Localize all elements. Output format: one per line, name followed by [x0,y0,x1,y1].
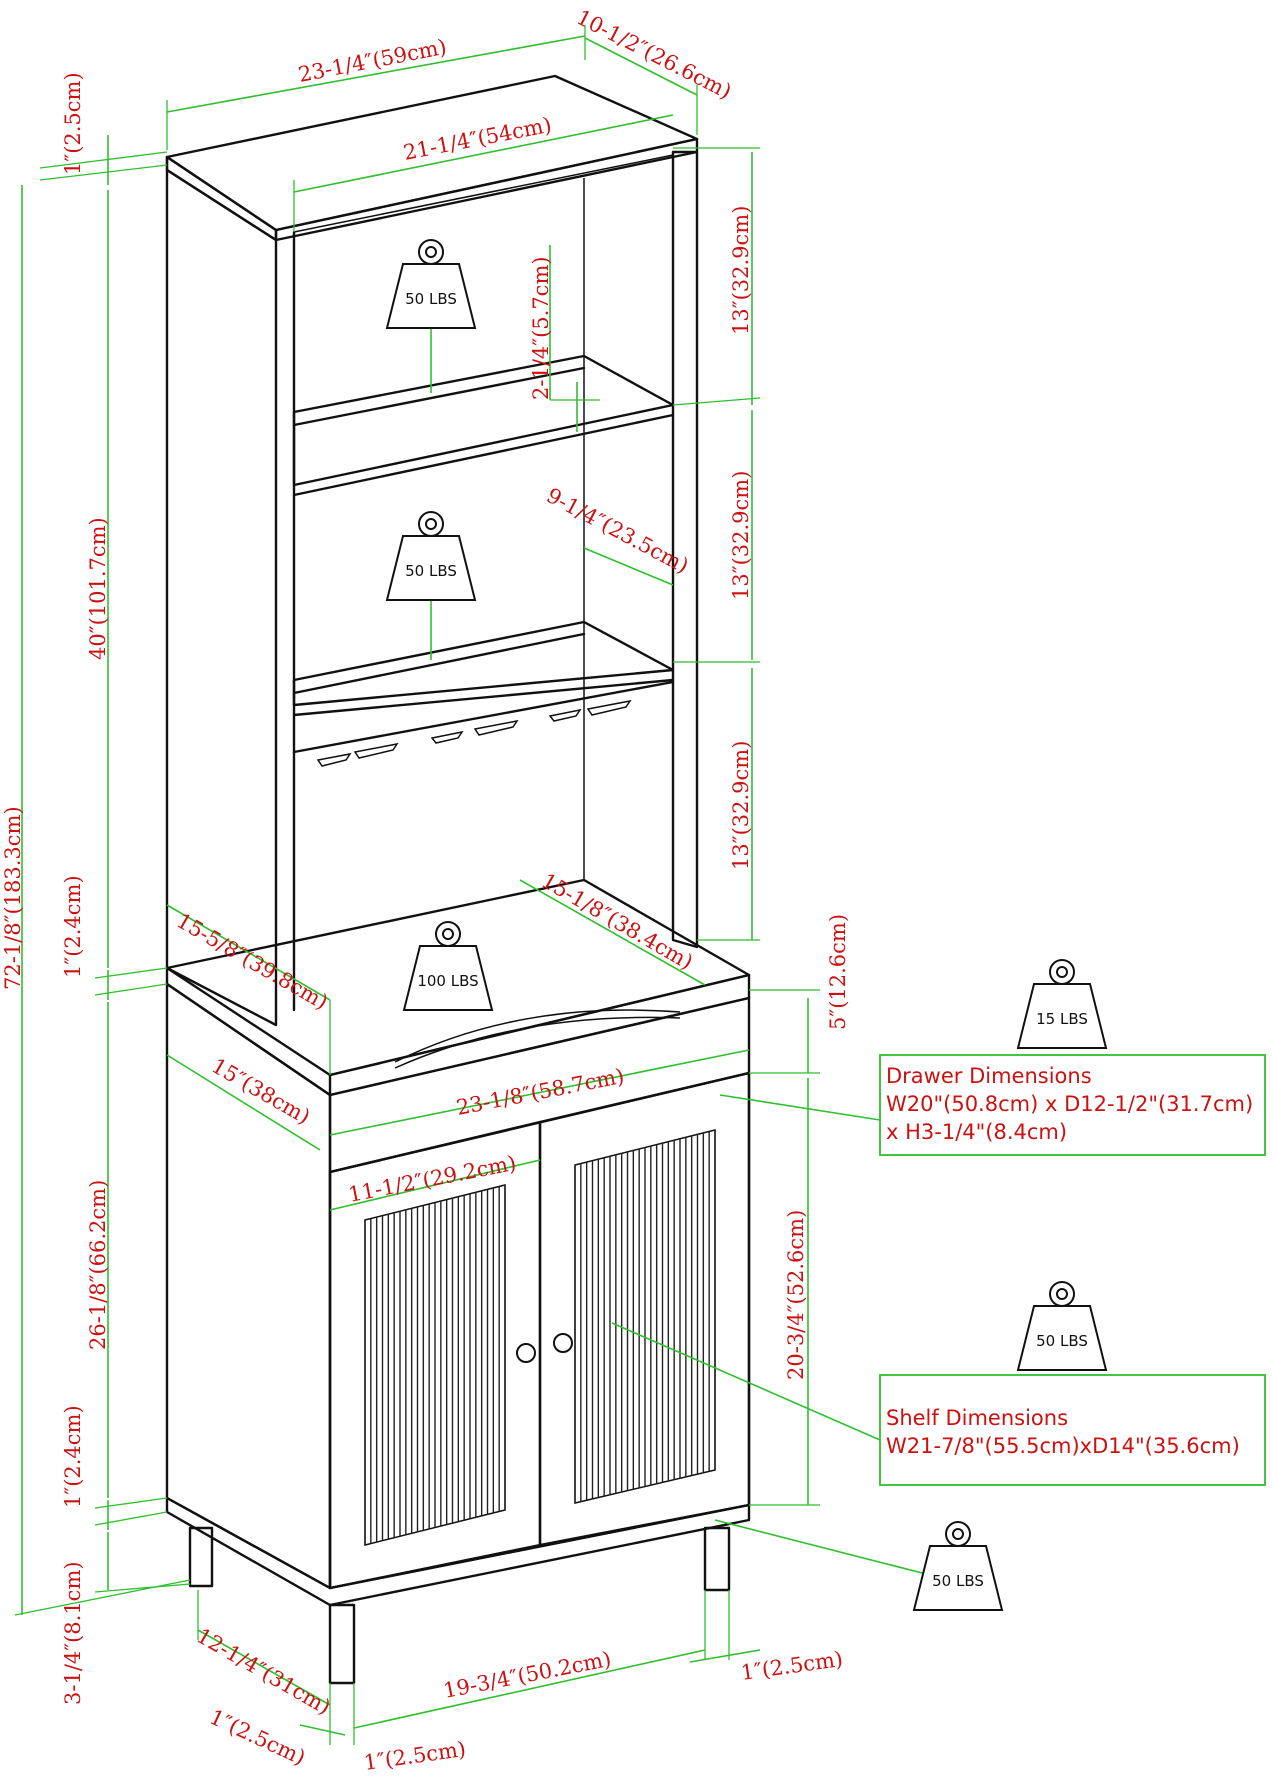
hutch-shelf-2 [292,620,675,707]
dim-compartment-1: 13″(32.9cm) [729,206,753,335]
weight-counter: 100 LBS [417,972,478,990]
hutch-shelf-1 [292,354,675,487]
dim-compartment-3: 13″(32.9cm) [729,741,753,870]
dim-base-depth: 15″(38cm) [208,1054,315,1129]
dim-leg-right: 1″(2.5cm) [739,1647,844,1685]
dim-leg-depth: 12-1/4″(31cm) [193,1624,335,1720]
dim-gap-small: 2-1/4″(5.7cm) [529,256,553,400]
dim-shelf-depth: 9-1/4″(23.5cm) [543,483,693,578]
weight-drawer: 15 LBS [1036,1010,1088,1028]
dim-leg-height: 3-1/4″(8.1cm) [61,1561,85,1705]
dim-base-width: 23-1/8″(58.7cm) [454,1064,626,1120]
dim-top-thickness: 1″(2.5cm) [61,72,85,175]
weight-inner-shelf: 50 LBS [1036,1332,1088,1350]
drawer-box-line1: W20"(50.8cm) x D12-1/2"(31.7cm) [886,1092,1253,1116]
dim-door-height: 20-3/4″(52.6cm) [784,1210,808,1380]
left-door-knob [516,1343,536,1363]
leg-front-left [328,1603,356,1685]
hutch-left-panel [165,168,278,1027]
weight-icon: 50 LBS [912,1521,1004,1611]
weight-icon: 100 LBS [402,921,494,1011]
weight-icon: 15 LBS [1016,959,1108,1049]
dim-leg-front-a: 1″(2.5cm) [206,1705,309,1770]
dim-compartment-2: 13″(32.9cm) [729,471,753,600]
dim-top-width: 23-1/4″(59cm) [296,35,448,87]
drawer-box-title: Drawer Dimensions [886,1064,1092,1088]
weight-bottom: 50 LBS [932,1572,984,1590]
dim-inner-width: 21-1/4″(54cm) [401,113,553,165]
hutch-top-front [165,155,278,242]
dim-base-bottom: 1″(2.4cm) [61,1405,85,1508]
dim-top-depth: 10-1/2″(26.6cm) [573,5,736,104]
shelf-box-line1: W21-7/8"(55.5cm)xD14"(35.6cm) [886,1434,1240,1458]
dim-leg-front-b: 1″(2.5cm) [362,1737,467,1775]
leg-front-right [703,1526,731,1592]
weight-shelf-middle: 50 LBS [405,562,457,580]
hutch-right-post [671,150,699,949]
dim-drawer-height: 5″(12.6cm) [826,914,850,1030]
weight-shelf-top: 50 LBS [405,290,457,308]
dim-hutch-height: 40″(101.7cm) [86,517,110,660]
dim-hutch-bottom: 1″(2.4cm) [61,875,85,978]
shelf-box-title: Shelf Dimensions [886,1406,1068,1430]
right-door-knob [553,1333,573,1353]
drawer-pull-recess [394,1009,681,1063]
hutch-top-side [274,137,699,242]
dim-total-height: 72-1/8″(183.3cm) [1,806,25,990]
dimension-lines [14,25,931,1745]
dim-leg-span: 19-3/4″(50.2cm) [441,1647,613,1703]
leg-back-left [188,1526,214,1588]
left-door-slats [364,1185,506,1545]
drawer-dimensions-box: Drawer Dimensions W20"(50.8cm) x D12-1/2… [879,1054,1266,1156]
glass-holders [316,699,632,767]
weight-icon: 50 LBS [385,239,477,329]
counter-front-edge [328,973,751,1097]
drawer-box-line2: x H3-1/4"(8.4cm) [886,1120,1067,1144]
weight-icon: 50 LBS [1016,1281,1108,1371]
weight-icon: 50 LBS [385,511,477,601]
dim-door-width: 11-1/2″(29.2cm) [346,1151,518,1207]
shelf-dimensions-box: Shelf Dimensions W21-7/8"(55.5cm)xD14"(3… [879,1374,1266,1486]
right-door-slats [574,1130,716,1503]
dim-base-height: 26-1/8″(66.2cm) [86,1180,110,1350]
